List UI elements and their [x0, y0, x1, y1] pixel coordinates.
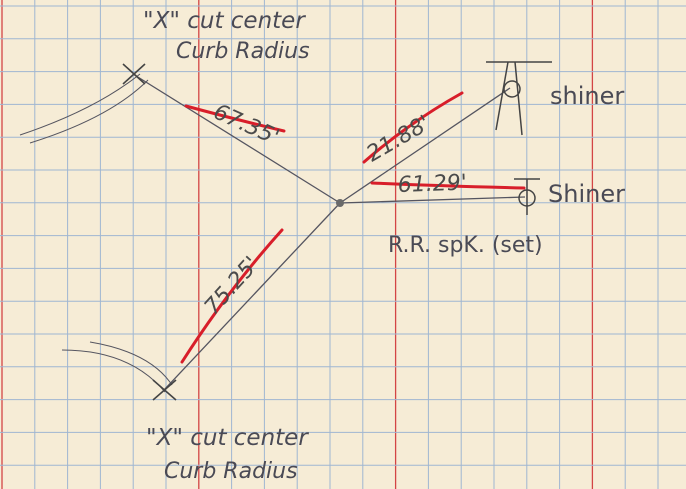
line-to-bottom-x [163, 202, 341, 391]
distance-to-upper-shiner: 21.88' [363, 111, 435, 167]
line-to-lower-shiner [339, 196, 526, 204]
shiner-symbol-lower [514, 178, 540, 215]
line-to-top-x [132, 73, 341, 204]
cut-center-label-bottom: "X" cut center [146, 425, 309, 451]
cut-center-label-top: "X" cut center [143, 8, 306, 34]
line-to-upper-shiner [339, 87, 511, 204]
curb-radius-arc-top [19, 73, 149, 144]
curb-radius-label-top: Curb Radius [176, 39, 310, 64]
red-mark-top-distance [184, 104, 286, 133]
red-mark-upper-shiner-distance [362, 91, 464, 164]
red-mark-lower-shiner-distance [370, 181, 526, 190]
distance-to-lower-shiner: 61.29' [397, 171, 467, 198]
x-mark-bottom [152, 379, 177, 401]
survey-lines [132, 73, 526, 391]
shiner-label-upper: shiner [550, 82, 624, 110]
x-mark-top [122, 63, 146, 85]
distance-to-bottom-x: 75.25' [200, 252, 265, 320]
red-mark-bottom-distance [180, 228, 284, 364]
rr-spike-point [336, 199, 344, 207]
rr-spike-label: R.R. spK. (set) [388, 233, 543, 258]
distance-to-top-x: 67.35' [210, 100, 283, 151]
shiner-label-lower: Shiner [548, 180, 625, 208]
curb-radius-label-bottom: Curb Radius [164, 459, 298, 484]
shiner-symbol-upper [486, 61, 552, 136]
